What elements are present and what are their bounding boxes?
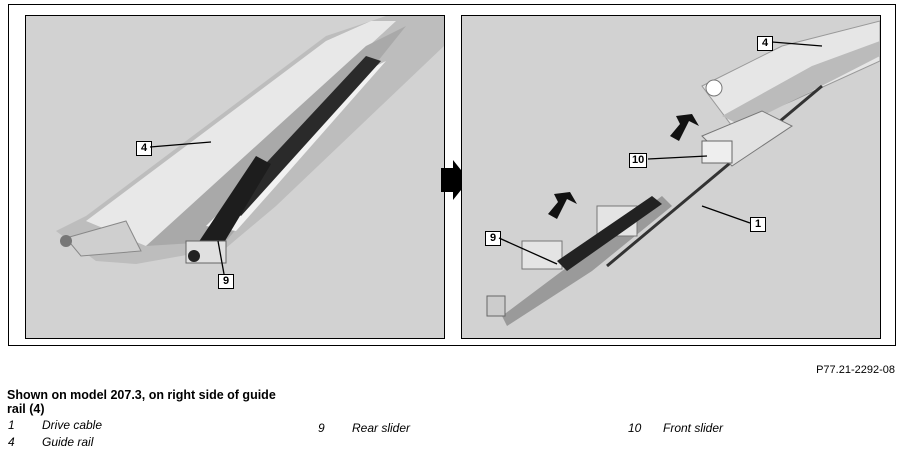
callout-10: 10 — [629, 153, 648, 168]
legend-label: Drive cable — [42, 418, 103, 432]
callout-9-left: 9 — [218, 274, 234, 289]
legend-label: Front slider — [663, 421, 724, 435]
callout-4-left: 4 — [136, 141, 152, 156]
legend-number: 9 — [318, 421, 325, 435]
legend-label: Guide rail — [42, 435, 94, 449]
callout-9-right: 9 — [485, 231, 501, 246]
legend-label: Rear slider — [352, 421, 411, 435]
photo-left-panel: 4 9 — [25, 15, 445, 339]
legend-number: 1 — [8, 418, 15, 432]
photo-right-panel: 4 10 1 9 — [461, 15, 881, 339]
caption: Shown on model 207.3, on right side of g… — [7, 388, 276, 416]
callout-4-right: 4 — [757, 36, 773, 51]
figure-reference: P77.21-2292-08 — [816, 364, 895, 376]
legend-number: 4 — [8, 435, 15, 449]
legend-number: 10 — [628, 421, 642, 435]
callout-1: 1 — [750, 217, 766, 232]
arrow-right-icon — [441, 160, 469, 200]
